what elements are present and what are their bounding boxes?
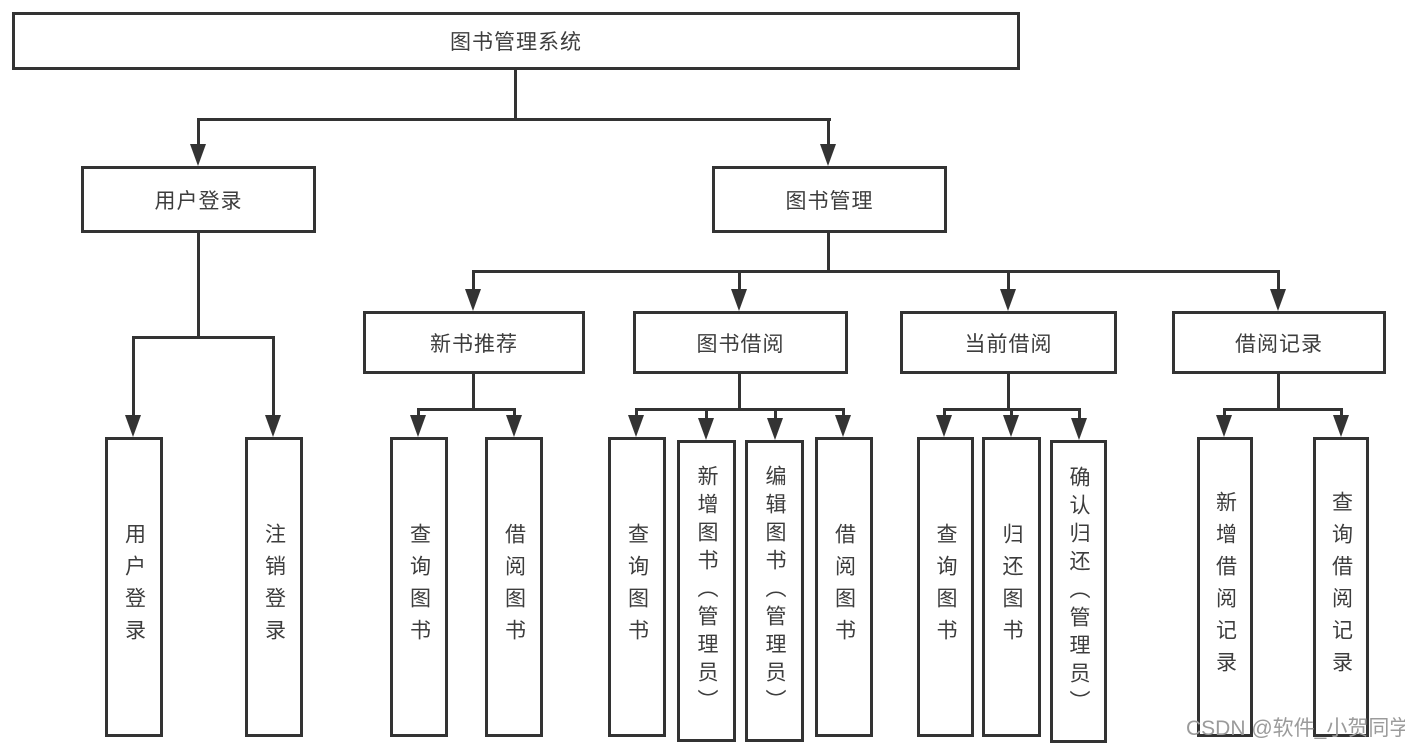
connector-new-books-branch — [418, 408, 516, 411]
connector-e1 — [1223, 408, 1226, 418]
arrowhead-b2 — [506, 415, 522, 437]
arrowhead-c1 — [628, 415, 644, 437]
leaf-borrow-books-recommend: 借阅图书 — [485, 437, 543, 737]
leaf-confirm-return-admin: 确认归还（管理员） — [1050, 440, 1107, 743]
arrowhead-book-borrow — [731, 289, 747, 311]
arrowhead-user-login — [190, 144, 206, 166]
leaf-label: 查询借阅记录 — [1329, 491, 1353, 683]
leaf-label: 归还图书 — [1000, 523, 1023, 651]
leaf-label: 确认归还（管理员） — [1067, 465, 1090, 718]
connector-to-current-borrow — [1007, 270, 1010, 290]
connector-c3 — [774, 408, 777, 420]
node-new-book-recommend: 新书推荐 — [363, 311, 585, 374]
leaf-label: 新增图书（管理员） — [695, 465, 718, 717]
connector-c1 — [635, 408, 638, 418]
leaf-logout: 注销登录 — [245, 437, 303, 737]
arrowhead-c3 — [767, 418, 783, 440]
leaf-edit-books-admin: 编辑图书（管理员） — [745, 440, 804, 742]
arrowhead-borrow-records — [1270, 289, 1286, 311]
leaf-label: 编辑图书（管理员） — [763, 465, 786, 717]
arrowhead-d2 — [1003, 415, 1019, 437]
node-label: 当前借阅 — [964, 332, 1053, 356]
arrowhead-e1 — [1216, 415, 1232, 437]
leaf-user-login: 用户登录 — [105, 437, 163, 737]
leaf-query-books-recommend: 查询图书 — [390, 437, 448, 737]
connector-borrow-records-branch — [1224, 408, 1343, 411]
connector-book-borrow-branch — [636, 408, 844, 411]
connector-d2 — [1010, 408, 1013, 418]
arrowhead-new-books — [465, 289, 481, 311]
connector-to-leaf-login — [132, 336, 135, 418]
connector-user-login-stem — [197, 233, 200, 336]
connector-root-stem — [514, 70, 517, 118]
leaf-label: 查询图书 — [934, 523, 957, 651]
connector-book-borrow-stem — [738, 374, 741, 408]
connector-to-new-books — [472, 270, 475, 290]
connector-d1 — [943, 408, 946, 418]
connector-to-book-mgmt — [827, 118, 830, 146]
connector-c2 — [705, 408, 708, 420]
connector-c4 — [842, 408, 845, 418]
leaf-query-books-current: 查询图书 — [917, 437, 974, 737]
connector-level3-branch — [472, 270, 1279, 273]
node-book-management: 图书管理 — [712, 166, 947, 233]
node-label: 图书管理 — [785, 189, 874, 213]
csdn-watermark: CSDN @软件_小贺同学 — [1186, 717, 1405, 740]
connector-borrow-records-stem — [1277, 374, 1280, 408]
node-borrowing-records: 借阅记录 — [1172, 311, 1386, 374]
leaf-borrow-books: 借阅图书 — [815, 437, 873, 737]
arrowhead-e2 — [1333, 415, 1349, 437]
arrowhead-book-mgmt — [820, 144, 836, 166]
arrowhead-current-borrow — [1000, 289, 1016, 311]
arrowhead-c2 — [698, 418, 714, 440]
leaf-query-books-borrowing: 查询图书 — [608, 437, 666, 737]
connector-level2-branch — [198, 118, 831, 121]
node-label: 用户登录 — [154, 189, 243, 213]
leaf-add-borrow-record: 新增借阅记录 — [1197, 437, 1253, 737]
node-label: 图书借阅 — [696, 332, 785, 356]
connector-to-borrow-records — [1277, 270, 1280, 290]
connector-user-login-branch — [133, 336, 275, 339]
connector-d3 — [1078, 408, 1081, 420]
leaf-label: 新增借阅记录 — [1213, 491, 1237, 683]
leaf-label: 借阅图书 — [832, 523, 856, 651]
arrowhead-c4 — [835, 415, 851, 437]
node-library-management-system: 图书管理系统 — [12, 12, 1020, 70]
node-label: 新书推荐 — [430, 332, 518, 356]
arrowhead-leaf-login — [125, 415, 141, 437]
leaf-label: 查询图书 — [625, 523, 649, 651]
node-label: 借阅记录 — [1235, 332, 1323, 356]
leaf-label: 查询图书 — [407, 523, 431, 651]
arrowhead-d3 — [1071, 418, 1087, 440]
connector-e2 — [1340, 408, 1343, 418]
connector-b2 — [513, 408, 516, 418]
connector-b1 — [417, 408, 420, 418]
leaf-label: 注销登录 — [262, 523, 286, 651]
connector-to-leaf-logout — [272, 336, 275, 418]
connector-to-book-borrow — [738, 270, 741, 290]
connector-to-user-login — [197, 118, 200, 146]
arrowhead-d1 — [936, 415, 952, 437]
connector-book-mgmt-stem — [827, 233, 830, 270]
node-current-borrowing: 当前借阅 — [900, 311, 1117, 374]
arrowhead-b1 — [410, 415, 426, 437]
node-user-login: 用户登录 — [81, 166, 316, 233]
leaf-query-borrow-record: 查询借阅记录 — [1313, 437, 1369, 737]
leaf-label: 用户登录 — [122, 523, 146, 651]
node-label: 图书管理系统 — [450, 31, 582, 54]
arrowhead-leaf-logout — [265, 415, 281, 437]
leaf-add-books-admin: 新增图书（管理员） — [677, 440, 736, 742]
leaf-return-books: 归还图书 — [982, 437, 1041, 737]
connector-current-borrow-stem — [1007, 374, 1010, 408]
node-book-borrowing: 图书借阅 — [633, 311, 848, 374]
leaf-label: 借阅图书 — [502, 523, 526, 651]
connector-new-books-stem — [472, 374, 475, 408]
